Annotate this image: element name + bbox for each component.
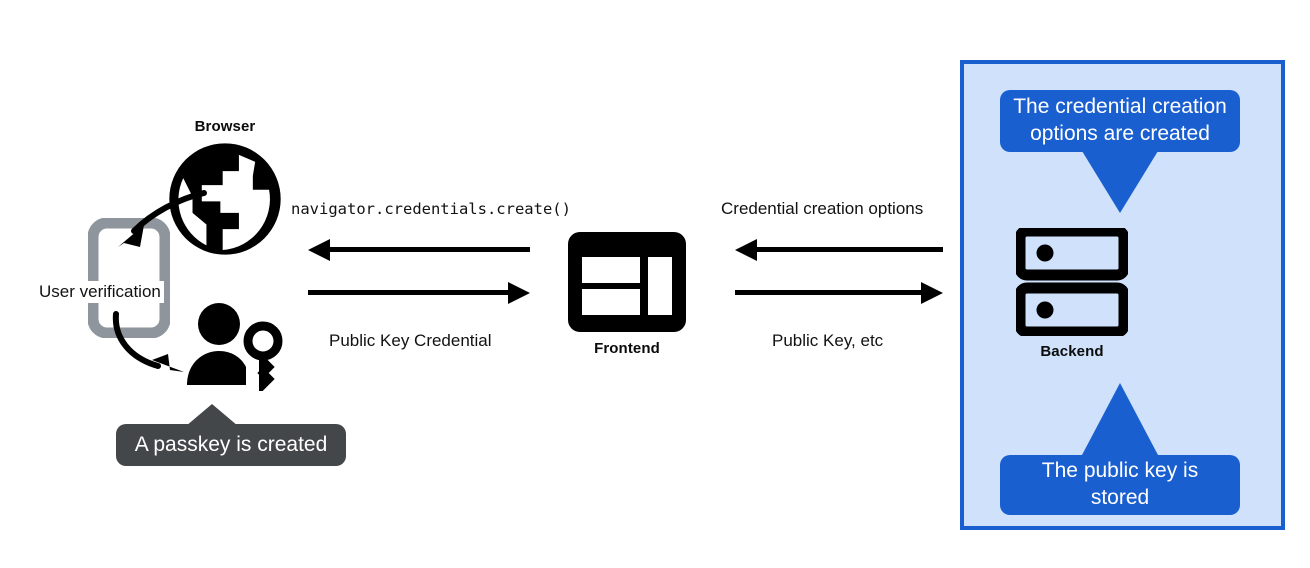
right-flow-top-label: Credential creation options bbox=[721, 199, 924, 218]
globe-icon bbox=[167, 141, 283, 257]
backend-bottom-callout: The public key is stored bbox=[1000, 455, 1240, 515]
backend-top-callout-pointer bbox=[1082, 151, 1158, 213]
left-flow-top-arrow bbox=[308, 239, 530, 261]
curved-arrow-down-left-icon bbox=[100, 185, 210, 275]
right-flow-top-arrow bbox=[735, 239, 943, 261]
left-flow-bottom-arrow bbox=[308, 282, 530, 304]
browser-label: Browser bbox=[194, 118, 256, 135]
right-flow-bottom-arrow bbox=[735, 282, 943, 304]
backend-label: Backend bbox=[1040, 343, 1104, 360]
mobile-phone-icon bbox=[88, 218, 170, 338]
backend-top-callout: The credential creation options are crea… bbox=[1000, 90, 1240, 152]
backend-top-callout-line2: options are created bbox=[1030, 122, 1210, 145]
right-flow-bottom-label: Public Key, etc bbox=[772, 331, 884, 350]
server-rack-icon bbox=[1016, 228, 1128, 336]
curved-arrow-down-right-icon bbox=[108, 310, 218, 390]
user-verification-label: User verification bbox=[36, 281, 164, 303]
passkey-callout-pointer bbox=[186, 404, 238, 426]
backend-bottom-callout-line2: stored bbox=[1090, 486, 1150, 509]
user-with-key-icon bbox=[183, 303, 285, 391]
backend-top-callout-line1: The credential creation bbox=[1013, 95, 1227, 119]
frontend-label: Frontend bbox=[594, 340, 660, 357]
backend-bottom-callout-pointer bbox=[1082, 383, 1158, 455]
left-flow-top-label: navigator.credentials.create() bbox=[291, 200, 571, 218]
browser-wireframe-icon bbox=[568, 232, 686, 332]
passkey-callout: A passkey is created bbox=[116, 424, 346, 466]
left-flow-bottom-label: Public Key Credential bbox=[329, 331, 492, 350]
backend-bottom-callout-line1: The public key is bbox=[1041, 459, 1199, 483]
